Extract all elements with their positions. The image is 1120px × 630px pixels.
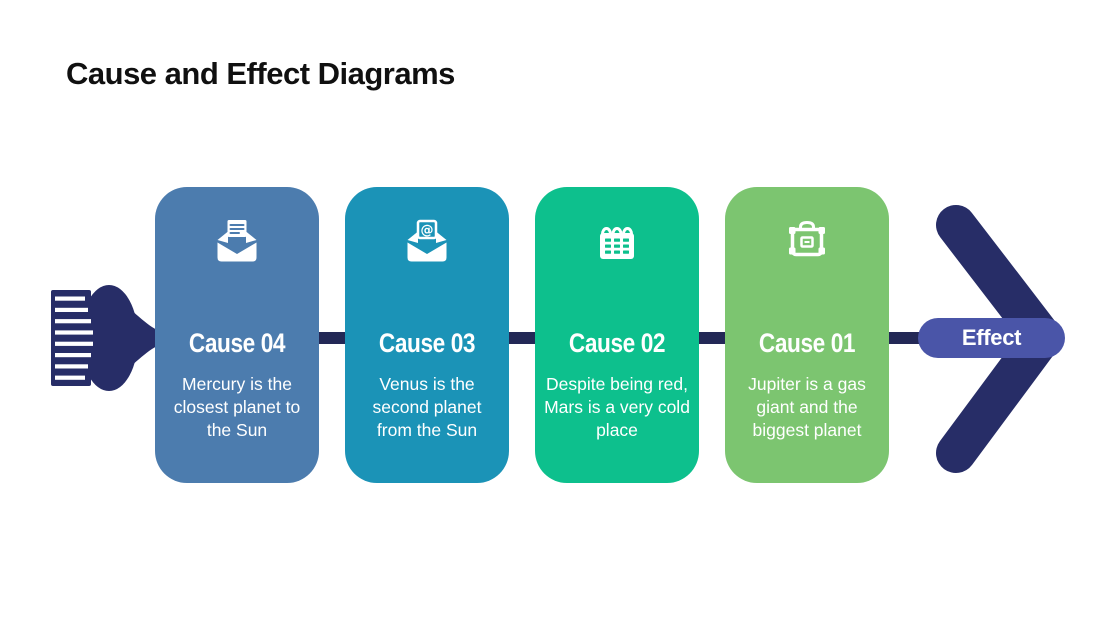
cause-card-01: Cause 01 Jupiter is a gas giant and the … <box>725 187 889 483</box>
calendar-icon <box>600 227 634 259</box>
cause-card-02: Cause 02 Despite being red, Mars is a ve… <box>535 187 699 483</box>
open-envelope-at-icon: @ <box>407 219 447 262</box>
cause-card-04: Cause 04 Mercury is the closest planet t… <box>155 187 319 483</box>
open-envelope-letter-icon <box>217 220 257 262</box>
cause-card-description: Venus is the second planet from the Sun <box>372 374 482 440</box>
cause-card-description: Mercury is the closest planet to the Sun <box>173 374 301 440</box>
cause-card-label: Cause 04 <box>188 328 286 358</box>
fishbone-tail-icon <box>51 285 166 391</box>
cause-card-description: Jupiter is a gas giant and the biggest p… <box>748 374 866 440</box>
cause-card-label: Cause 01 <box>758 328 856 358</box>
cause-card-03: @ Cause 03 Venus is the second planet fr… <box>345 187 509 483</box>
effect-badge-label: Effect <box>961 325 1022 350</box>
cause-card-label: Cause 03 <box>378 328 476 358</box>
cause-card-label: Cause 02 <box>568 328 666 358</box>
briefcase-icon <box>789 220 825 257</box>
effect-badge: Effect <box>918 318 1065 358</box>
page-title: Cause and Effect Diagrams <box>66 56 455 91</box>
comb-slits <box>55 296 93 380</box>
cause-card-description: Despite being red, Mars is a very cold p… <box>544 374 690 440</box>
svg-text:@: @ <box>421 223 434 238</box>
